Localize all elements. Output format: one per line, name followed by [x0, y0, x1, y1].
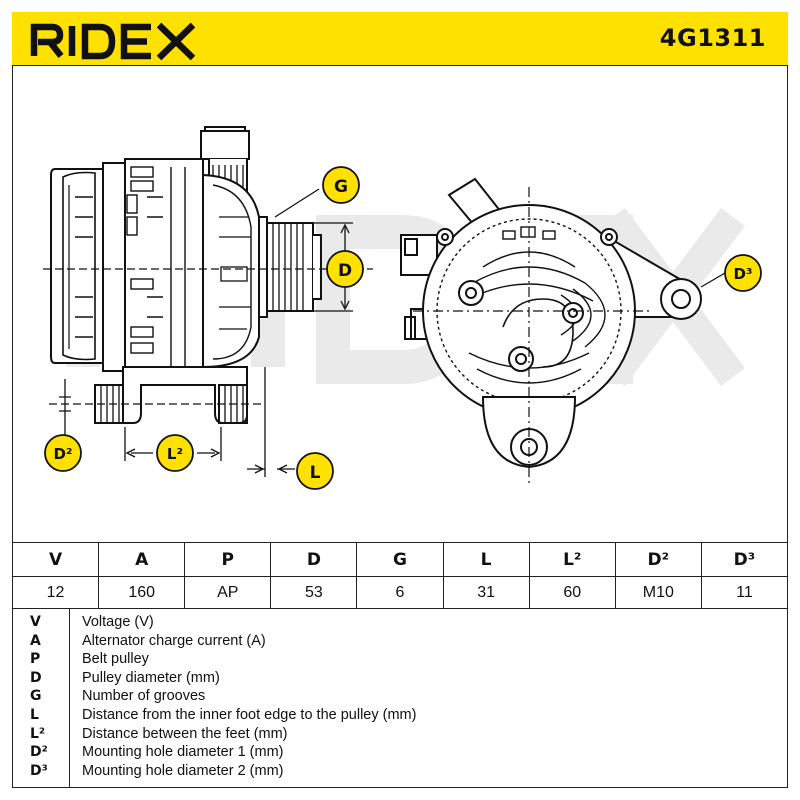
legend-item: P Belt pulley — [12, 651, 788, 670]
specs-header-cell: G — [356, 542, 444, 577]
legend-desc: Mounting hole diameter 1 (mm) — [82, 744, 284, 761]
legend-desc: Belt pulley — [82, 651, 149, 668]
legend-item: V Voltage (V) — [12, 614, 788, 633]
specs-header-cell: D² — [614, 542, 702, 577]
label-g-text: G — [334, 177, 348, 197]
side-dimensions — [43, 268, 373, 405]
label-l2: L² — [156, 434, 194, 472]
label-d2: D² — [44, 434, 82, 472]
legend-key: P — [30, 651, 41, 668]
specs-header-cell: L — [442, 542, 530, 577]
label-l: L — [296, 452, 334, 490]
legend-key: D — [30, 669, 42, 686]
legend-key: V — [30, 614, 41, 630]
alternator-drawing: G D D³ D² L² L — [43, 126, 762, 490]
legend-item: A Alternator charge current (A) — [12, 633, 788, 652]
legend-item: D³ Mounting hole diameter 2 (mm) — [12, 763, 788, 782]
label-d3-text: D³ — [733, 265, 752, 283]
legend-key: G — [30, 688, 42, 705]
legend-desc: Alternator charge current (A) — [82, 632, 266, 649]
label-l2-text: L² — [167, 445, 183, 463]
label-d3: D³ — [724, 254, 762, 292]
legend-key: L — [30, 707, 39, 723]
legend-item: D Pulley diameter (mm) — [12, 670, 788, 689]
specs-header-cell: V — [11, 542, 100, 577]
legend-desc: Number of grooves — [82, 688, 206, 705]
legend: V Voltage (V) A Alternator charge curren… — [12, 608, 788, 788]
specs-value-row: 12 160 AP 53 6 31 60 M10 11 — [11, 576, 789, 609]
specs-value-cell: M10 — [614, 576, 702, 609]
legend-key: A — [30, 632, 41, 649]
specs-header-cell: L² — [528, 542, 616, 577]
specs-header-cell: A — [98, 542, 186, 577]
specs-value-cell: 60 — [528, 576, 616, 609]
specs-table: V A P D G L L² D² D³ 12 160 AP 53 6 31 6… — [11, 542, 789, 609]
legend-desc: Mounting hole diameter 2 (mm) — [82, 762, 284, 779]
specs-value-cell: 160 — [98, 576, 186, 609]
label-g: G — [322, 166, 360, 204]
legend-desc: Distance between the feet (mm) — [82, 725, 288, 742]
specs-header-row: V A P D G L L² D² D³ — [11, 542, 789, 577]
specs-value-cell: AP — [184, 576, 272, 609]
specs-header-cell: D — [270, 542, 358, 577]
legend-item: G Number of grooves — [12, 688, 788, 707]
label-d-text: D — [338, 261, 352, 281]
legend-desc: Pulley diameter (mm) — [82, 669, 220, 686]
specs-value-cell: 6 — [356, 576, 444, 609]
side-view — [50, 126, 322, 424]
legend-item: L² Distance between the feet (mm) — [12, 726, 788, 745]
label-d: D — [326, 250, 364, 288]
specs-header-cell: P — [184, 542, 272, 577]
label-d2-text: D² — [53, 445, 72, 463]
specs-value-cell: 11 — [700, 576, 789, 609]
ridex-logo — [30, 22, 196, 61]
legend-desc: Distance from the inner foot edge to the… — [82, 707, 417, 723]
header-bar: 4G1311 — [12, 12, 788, 66]
legend-desc: Voltage (V) — [82, 614, 154, 630]
part-number: 4G1311 — [659, 24, 766, 52]
specs-value-cell: 31 — [442, 576, 530, 609]
legend-key: D³ — [30, 762, 48, 779]
legend-item: L Distance from the inner foot edge to t… — [12, 707, 788, 726]
label-l-text: L — [310, 463, 321, 483]
legend-key: D² — [30, 744, 48, 761]
legend-item: D² Mounting hole diameter 1 (mm) — [12, 744, 788, 763]
specs-value-cell: 12 — [11, 576, 100, 609]
legend-divider — [69, 608, 70, 788]
specs-header-cell: D³ — [700, 542, 789, 577]
specs-value-cell: 53 — [270, 576, 358, 609]
legend-key: L² — [30, 725, 46, 742]
